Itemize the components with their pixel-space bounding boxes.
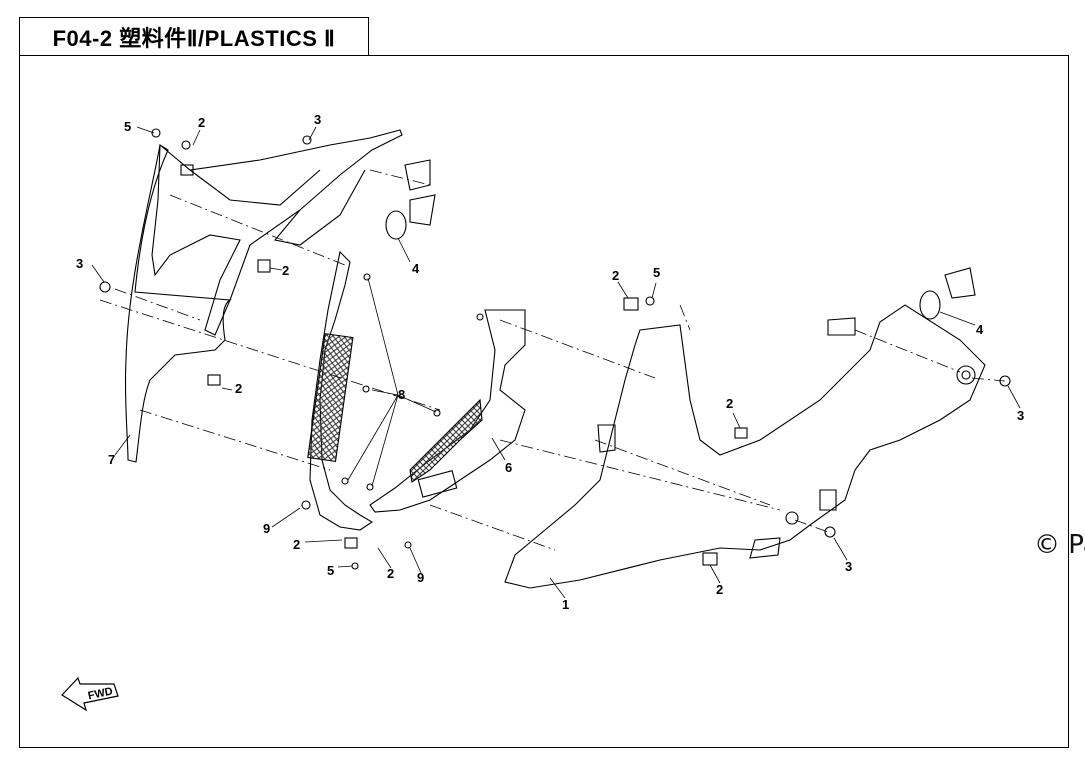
part-4-grommet-right [919, 290, 941, 320]
diagram-frame [19, 55, 1069, 748]
callout-2-e: 2 [387, 566, 394, 581]
callout-9-b: 9 [417, 570, 424, 585]
fwd-label: FWD [87, 685, 114, 702]
part-7-trim [124, 144, 232, 463]
callout-2-b: 2 [282, 263, 289, 278]
callout-8: 8 [398, 387, 405, 402]
callout-3-d: 3 [845, 559, 852, 574]
callout-4-b: 4 [976, 322, 984, 337]
callout-2-h: 2 [716, 582, 723, 597]
part-8-panel [309, 250, 374, 531]
diagram-title: F04-2 塑料件Ⅱ/PLASTICS Ⅱ [19, 17, 369, 56]
callout-2-f: 2 [612, 268, 619, 283]
copyright-watermark: © Pa [1034, 530, 1085, 560]
callout-1: 1 [562, 597, 569, 612]
callout-6: 6 [505, 460, 512, 475]
callout-7: 7 [108, 452, 115, 467]
callout-3-c: 3 [1017, 408, 1024, 423]
callout-9-a: 9 [263, 521, 270, 536]
callout-2-c: 2 [235, 381, 242, 396]
callout-4-a: 4 [412, 261, 420, 276]
upper-left-panel [151, 129, 403, 336]
callout-5-c: 5 [653, 265, 660, 280]
callout-2-a: 2 [198, 115, 205, 130]
part-1-panel [504, 304, 986, 589]
callout-5-b: 5 [327, 563, 334, 578]
callout-3-b: 3 [76, 256, 83, 271]
callout-3-a: 3 [314, 112, 321, 127]
mesh-left [307, 333, 354, 462]
fwd-arrow-icon: FWD [61, 676, 119, 712]
callout-5-a: 5 [124, 119, 131, 134]
mesh-right [409, 398, 483, 483]
callout-2-d: 2 [293, 537, 300, 552]
callout-2-g: 2 [726, 396, 733, 411]
part-4-grommet-top [385, 210, 407, 240]
